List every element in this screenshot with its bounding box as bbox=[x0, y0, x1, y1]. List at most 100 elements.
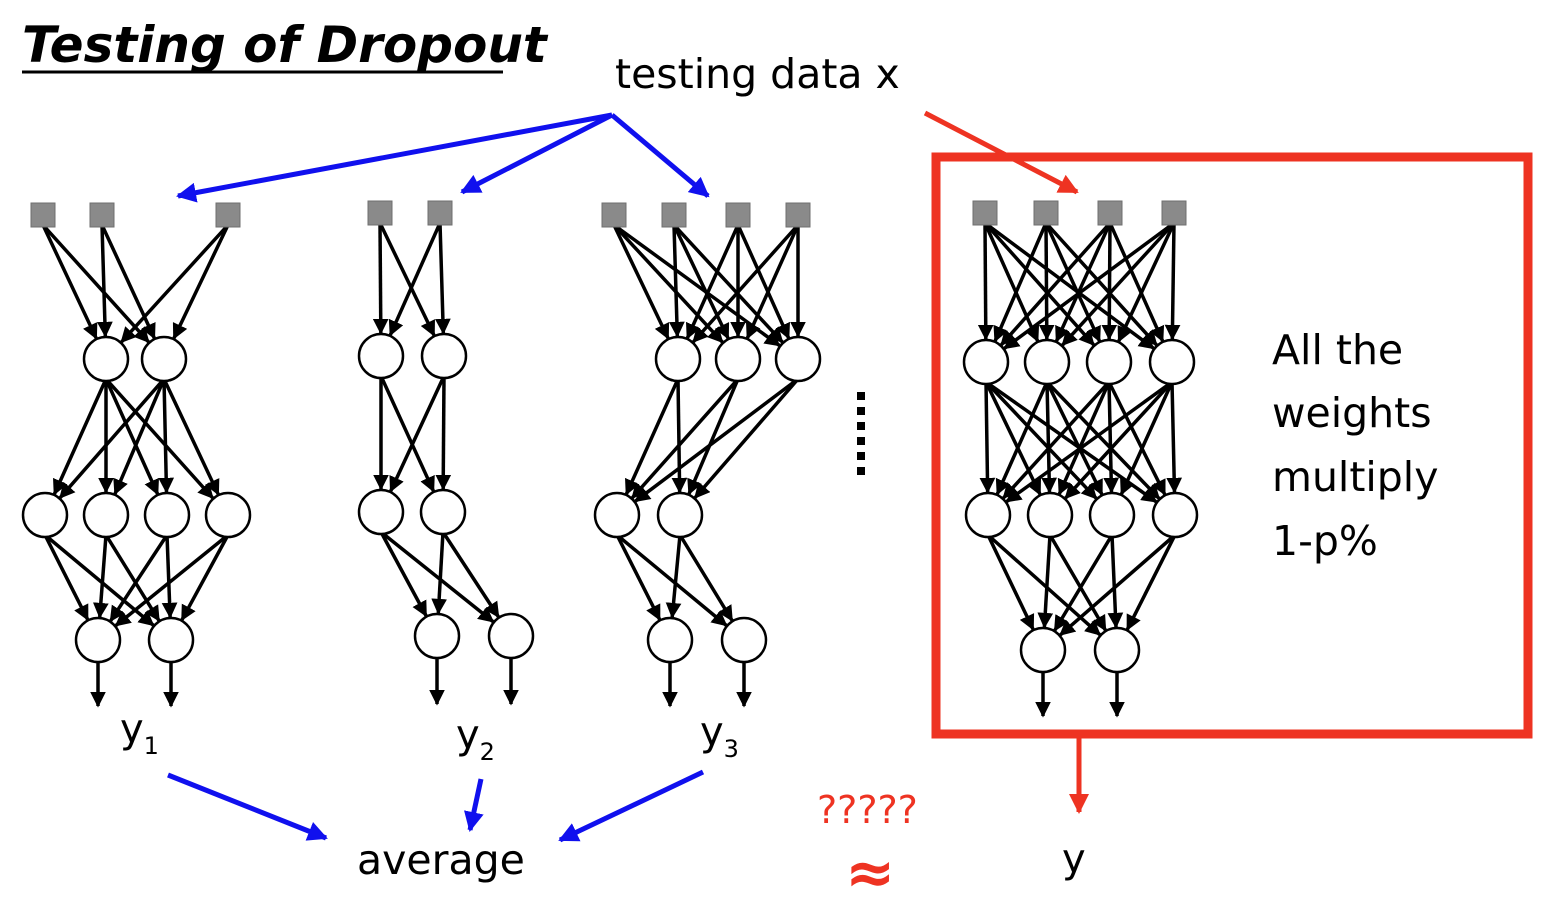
edge bbox=[435, 375, 452, 491]
edge bbox=[1103, 381, 1120, 494]
edge bbox=[1117, 222, 1176, 343]
edge bbox=[389, 375, 446, 493]
average-label: average bbox=[357, 836, 525, 884]
edge bbox=[1107, 534, 1124, 629]
edge bbox=[1061, 221, 1176, 347]
edge bbox=[104, 377, 214, 500]
edge bbox=[977, 222, 994, 341]
edge bbox=[114, 533, 230, 627]
input-node bbox=[1097, 200, 1123, 226]
arrow-y3-to-average bbox=[558, 769, 705, 843]
input-node bbox=[1161, 200, 1187, 226]
network-full bbox=[962, 200, 1199, 718]
edge bbox=[1038, 222, 1055, 341]
full-network-box bbox=[931, 152, 1533, 739]
neuron bbox=[82, 491, 130, 539]
neuron bbox=[21, 491, 69, 539]
network-2-edges bbox=[372, 222, 519, 706]
arrow-y2-to-average bbox=[464, 778, 484, 832]
ellipsis-dots bbox=[857, 392, 865, 475]
edge bbox=[1000, 221, 1112, 347]
edge bbox=[612, 223, 781, 347]
arrow-y1-to-average bbox=[167, 772, 328, 841]
edge bbox=[1003, 221, 1176, 350]
edge bbox=[615, 534, 662, 621]
neuron bbox=[646, 616, 694, 664]
edge bbox=[1101, 222, 1118, 341]
input-node bbox=[972, 200, 998, 226]
network-1-edges bbox=[41, 223, 230, 708]
edge bbox=[372, 222, 389, 335]
edge bbox=[1054, 222, 1112, 343]
neuron bbox=[140, 335, 188, 383]
edge bbox=[630, 377, 740, 499]
edge bbox=[1002, 380, 1111, 500]
edge bbox=[43, 534, 90, 621]
edge bbox=[979, 381, 996, 494]
edge bbox=[104, 378, 160, 496]
edge bbox=[379, 375, 436, 493]
edge bbox=[1166, 381, 1183, 494]
neuron bbox=[1088, 491, 1136, 539]
full-output-label: y bbox=[1062, 836, 1086, 882]
edge bbox=[58, 377, 166, 499]
neuron bbox=[1151, 491, 1199, 539]
network-2 bbox=[357, 200, 535, 706]
neuron bbox=[357, 332, 405, 380]
edge bbox=[672, 224, 730, 340]
neuron bbox=[656, 491, 704, 539]
networks bbox=[21, 200, 1199, 718]
edge bbox=[1064, 380, 1174, 500]
neuron bbox=[714, 335, 762, 383]
neuron bbox=[82, 335, 130, 383]
input-node bbox=[89, 202, 115, 228]
edge bbox=[1108, 222, 1165, 343]
edge bbox=[113, 378, 166, 496]
edge bbox=[1045, 380, 1161, 500]
edge bbox=[615, 533, 728, 627]
edge bbox=[379, 531, 428, 618]
edge bbox=[1057, 381, 1111, 496]
edge bbox=[612, 223, 724, 344]
network-full-edges bbox=[977, 221, 1183, 718]
edge bbox=[745, 224, 800, 340]
neuron bbox=[720, 616, 768, 664]
input-arrow-net1 bbox=[176, 112, 613, 203]
edge bbox=[672, 223, 784, 344]
edge bbox=[1107, 381, 1167, 496]
network-3 bbox=[593, 202, 822, 708]
edge bbox=[97, 224, 113, 338]
network-3-edges bbox=[612, 223, 806, 708]
edge bbox=[109, 534, 169, 623]
edge bbox=[986, 534, 1035, 631]
neuron bbox=[420, 332, 468, 380]
edge bbox=[1044, 222, 1102, 343]
input-node bbox=[725, 202, 751, 228]
neuron bbox=[74, 616, 122, 664]
neuron bbox=[962, 338, 1010, 386]
input-arrow-net3 bbox=[610, 113, 710, 198]
edge bbox=[692, 223, 800, 344]
neuron bbox=[774, 335, 822, 383]
input-node bbox=[215, 202, 241, 228]
average-arrows-blue bbox=[167, 769, 705, 843]
neuron bbox=[487, 612, 535, 660]
neuron bbox=[143, 491, 191, 539]
question-marks: ????? bbox=[817, 788, 918, 832]
edge bbox=[435, 222, 451, 335]
neuron bbox=[1148, 338, 1196, 386]
input-arrow-net2 bbox=[460, 112, 614, 195]
edge bbox=[100, 224, 156, 340]
input-node bbox=[427, 200, 453, 226]
input-node bbox=[601, 202, 627, 228]
neuron bbox=[413, 612, 461, 660]
edge bbox=[92, 534, 109, 619]
edge bbox=[441, 531, 500, 619]
edge bbox=[671, 378, 688, 494]
edge bbox=[1005, 380, 1174, 503]
edge bbox=[41, 223, 150, 344]
input-label: testing data x bbox=[615, 50, 900, 98]
edge bbox=[995, 381, 1049, 496]
edge bbox=[687, 378, 740, 496]
